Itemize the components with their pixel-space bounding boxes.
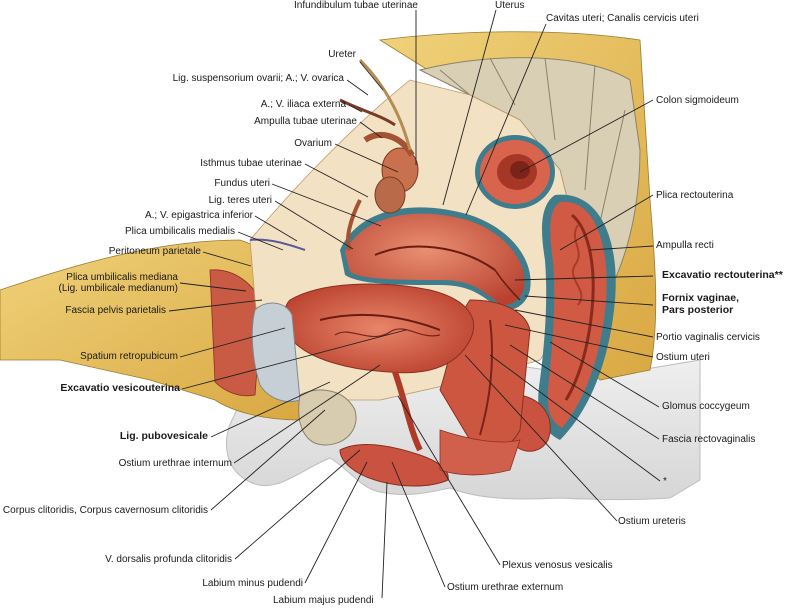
label-ampulla-recti: Ampulla recti <box>656 240 714 251</box>
label-iliaca-externa: A.; V. iliaca externa <box>260 99 346 110</box>
urethra <box>392 370 423 452</box>
label-uterus: Uterus <box>495 0 525 11</box>
label-ostium-urethrae-internum: Ostium urethrae internum <box>118 458 232 469</box>
spatium-retropubicum <box>251 302 301 403</box>
label-ovarium: Ovarium <box>294 138 332 149</box>
label-plica-umbilicalis-mediana: Plica umbilicalis mediana <box>66 272 178 283</box>
label-plica-rectouterina: Plica rectouterina <box>656 190 734 201</box>
label-ostium-uteri: Ostium uteri <box>656 352 710 363</box>
label-excavatio-rectouterina: Excavatio rectouterina** <box>662 269 783 281</box>
label-excavatio-vesicouterina: Excavatio vesicouterina <box>60 382 180 394</box>
label-infundibulum-tubae-uterinae: Infundibulum tubae uterinae <box>294 0 418 11</box>
label-corpus-clitoridis: Corpus clitoridis, Corpus cavernosum cli… <box>2 505 208 516</box>
ureter-vessel <box>358 58 412 151</box>
label-ureter: Ureter <box>328 49 356 60</box>
label-isthmus-tubae-uterinae: Isthmus tubae uterinae <box>200 158 302 169</box>
label-lig-suspensorium-ovarii: Lig. suspensorium ovarii; A.; V. ovarica <box>172 73 344 84</box>
label-ostium-urethrae-externum: Ostium urethrae externum <box>447 582 564 593</box>
label-fascia-pelvis-parietalis: Fascia pelvis parietalis <box>65 305 166 316</box>
rectum <box>538 194 616 440</box>
perineum <box>439 429 521 476</box>
label-lig-umbilicale-medianum: (Lig. umbilicale medianum) <box>58 283 179 294</box>
colon-sigmoideum <box>475 135 555 209</box>
leader-lines <box>168 9 661 599</box>
label-fundus-uteri: Fundus uteri <box>214 178 270 189</box>
label-pars-posterior: Pars posterior <box>662 304 734 316</box>
symphysis-pubica <box>298 389 357 446</box>
label-v-dorsalis-profunda-clitoridis: V. dorsalis profunda clitoridis <box>105 554 232 565</box>
label-ampulla-tubae-uterinae: Ampulla tubae uterinae <box>254 116 357 127</box>
label-plexus-venosus-vesicalis: Plexus venosus vesicalis <box>502 560 613 571</box>
label-portio-vaginalis-cervicis: Portio vaginalis cervicis <box>656 332 760 343</box>
label-ostium-ureteris: Ostium ureteris <box>618 516 686 527</box>
label-asterisk: * <box>663 476 667 487</box>
clitoris <box>339 444 449 487</box>
label-spatium-retropubicum: Spatium retropubicum <box>80 351 178 362</box>
label-plica-umbilicalis-medialis: Plica umbilicalis medialis <box>124 226 235 237</box>
vessels-iliaca <box>339 98 396 127</box>
epigastrica-vessel <box>249 238 306 251</box>
label-labium-majus-pudendi: Labium majus pudendi <box>273 595 374 606</box>
label-epigastrica-inferior: A.; V. epigastrica inferior <box>144 210 253 221</box>
label-labium-minus-pudendi: Labium minus pudendi <box>202 578 303 589</box>
label-cavitas-uteri: Cavitas uteri; Canalis cervicis uteri <box>546 13 699 24</box>
label-lig-teres-uteri: Lig. teres uteri <box>208 195 272 206</box>
ovarium-tuba <box>346 132 419 251</box>
label-peritoneum-parietale: Peritoneum parietale <box>108 246 201 257</box>
label-glomus-coccygeum: Glomus coccygeum <box>662 401 750 412</box>
label-fascia-rectovaginalis: Fascia rectovaginalis <box>662 434 756 445</box>
label-lig-pubovesicale: Lig. pubovesicale <box>119 430 208 442</box>
label-fornix-vaginae: Fornix vaginae, <box>662 292 740 304</box>
uterus-body <box>340 207 531 310</box>
label-colon-sigmoideum: Colon sigmoideum <box>656 95 739 106</box>
